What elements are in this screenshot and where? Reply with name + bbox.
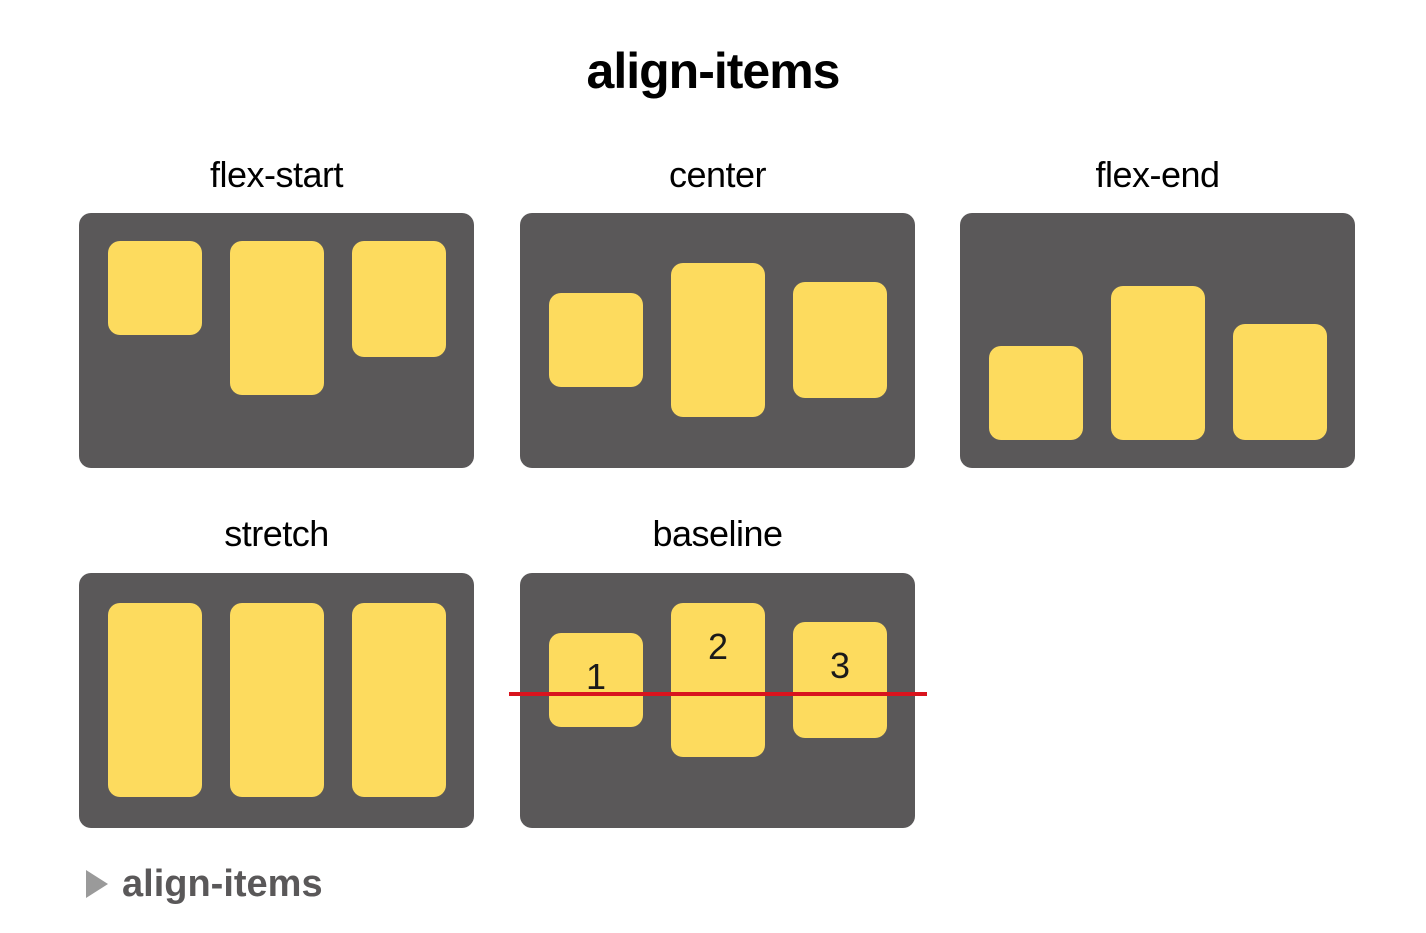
flex-item-3 [352,241,446,357]
baseline-line [509,692,927,696]
panel-center [520,213,915,468]
flex-item-1 [549,293,643,387]
label-flex-end: flex-end [1095,154,1220,195]
panel-baseline: 1 2 3 [520,573,915,828]
flex-item-1: 1 [549,633,643,727]
item-number-3: 3 [829,645,851,686]
flex-item-3 [793,282,887,398]
flex-item-1 [108,603,202,797]
caption-text: align-items [122,862,323,905]
flex-item-2 [230,603,324,797]
item-number-2: 2 [707,626,729,667]
panel-stretch [79,573,474,828]
flex-item-1 [108,241,202,335]
caption: align-items [86,862,323,906]
flex-item-3 [352,603,446,797]
label-baseline: baseline [652,513,783,554]
diagram-title: align-items [586,43,841,99]
item-number-1: 1 [585,656,607,697]
label-center: center [668,154,767,195]
label-stretch: stretch [224,513,329,554]
panel-flex-start [79,213,474,468]
label-flex-start: flex-start [209,154,344,195]
play-triangle-icon [86,870,108,898]
flex-item-3 [1233,324,1327,440]
flex-item-3: 3 [793,622,887,738]
flex-item-2 [1111,286,1205,440]
flex-item-2: 2 [671,603,765,757]
panel-flex-end [960,213,1355,468]
flex-item-2 [230,241,324,395]
flex-item-2 [671,263,765,417]
flex-item-1 [989,346,1083,440]
